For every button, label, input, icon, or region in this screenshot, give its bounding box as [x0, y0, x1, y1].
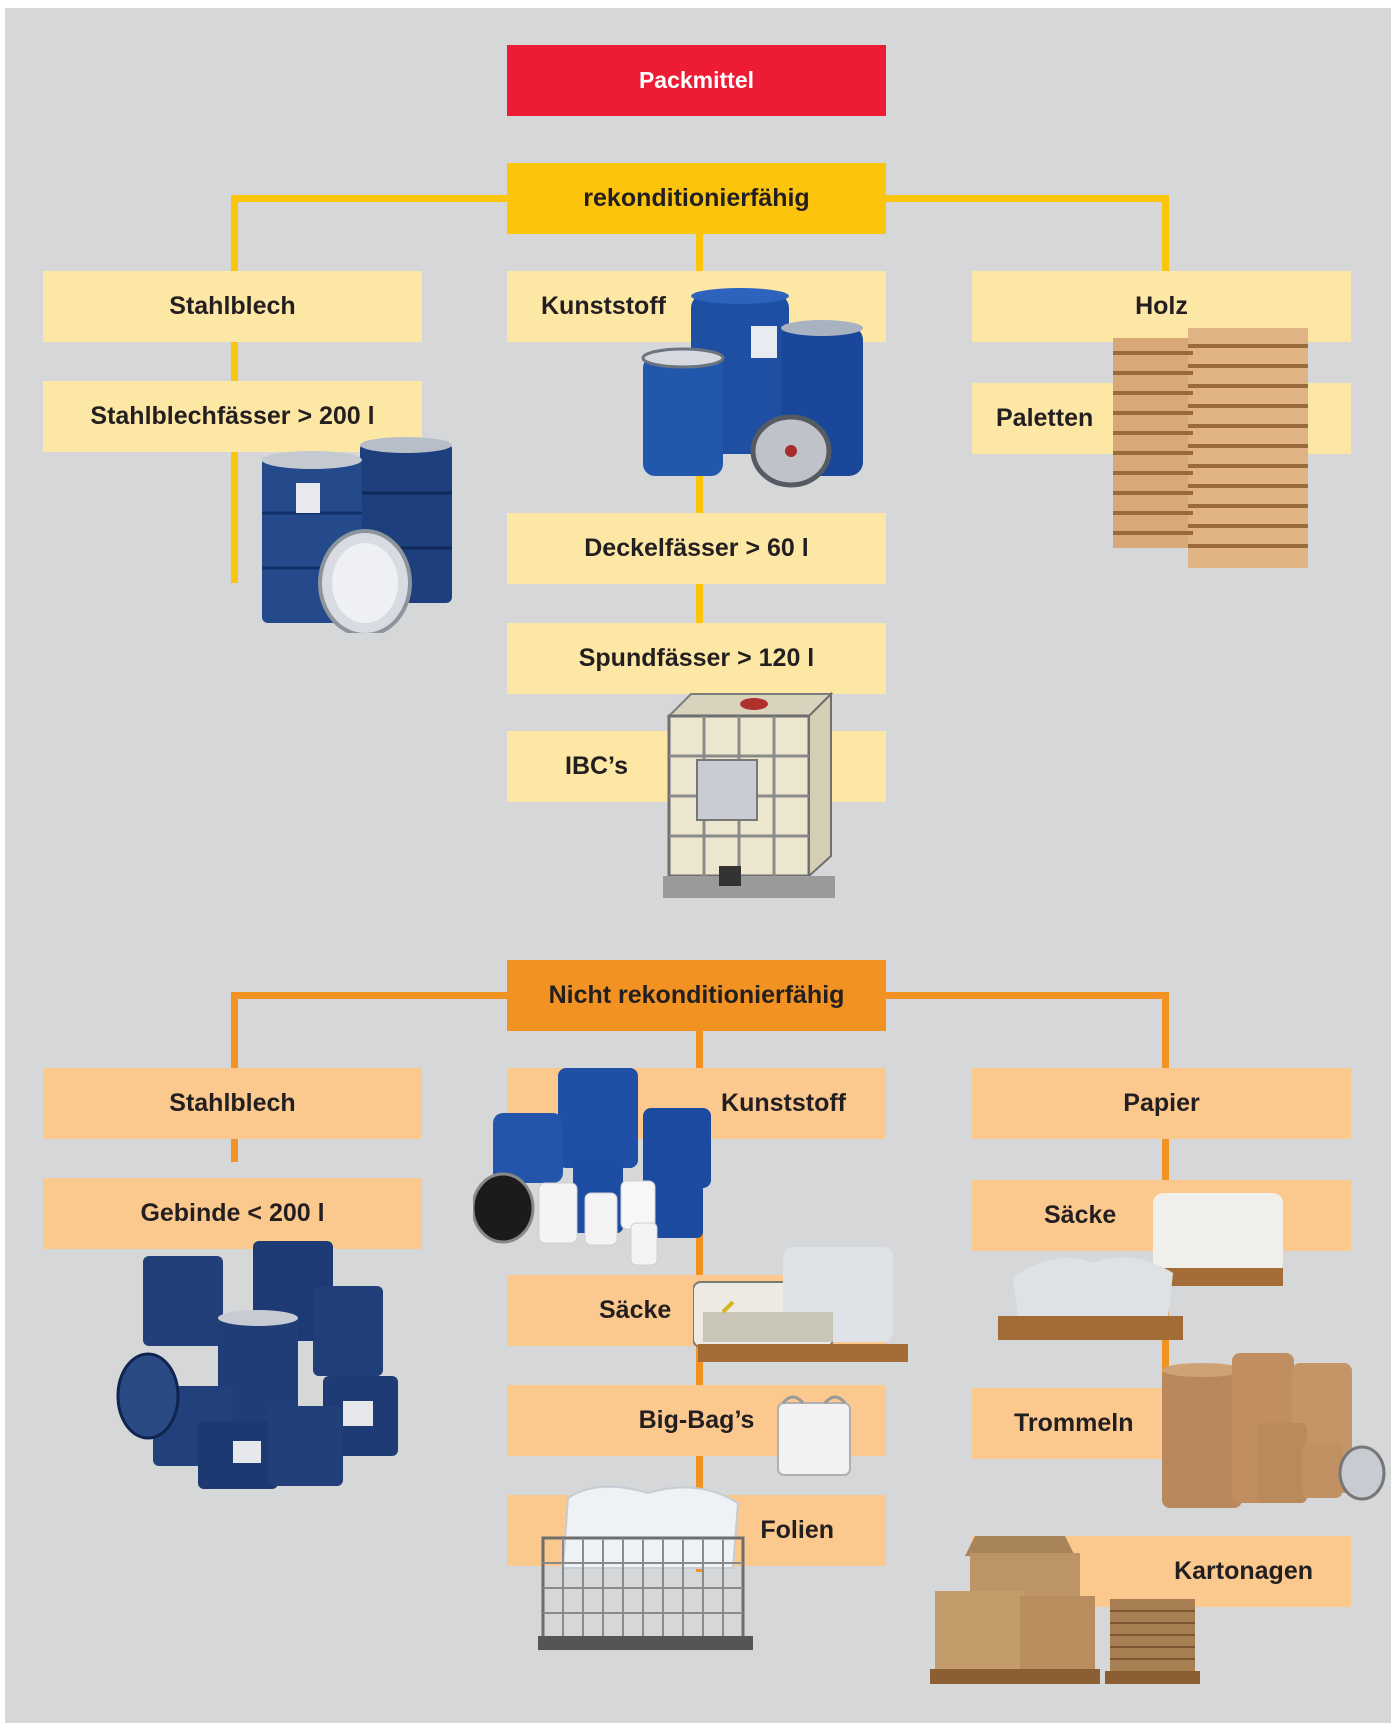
diagram-canvas: Packmittel rekonditionierfähig Stahlblec…: [5, 8, 1391, 1723]
nicht-kunststoff-label: Kunststoff: [721, 1089, 846, 1117]
plastic-sacks-image: [693, 1247, 908, 1362]
rekond-ibc-label: IBC’s: [565, 752, 628, 780]
nicht-stahlblech-node: Stahlblech: [43, 1068, 422, 1139]
foil-cage-image: [538, 1485, 753, 1650]
rekond-stahlblech-node: Stahlblech: [43, 271, 422, 342]
plastic-drums-image: [641, 288, 863, 488]
nicht-gebinde-node: Gebinde < 200 l: [43, 1178, 422, 1249]
steel-pails-image: [116, 1241, 398, 1489]
big-bag-image: [777, 1395, 851, 1476]
fibre-drums-image: [1162, 1353, 1386, 1508]
wood-pallets-image: [1113, 328, 1308, 568]
rekond-category-node: rekonditionierfähig: [507, 163, 886, 234]
rekond-spundfaesser-node: Spundfässer > 120 l: [507, 623, 886, 694]
root-node: Packmittel: [507, 45, 886, 116]
rekond-kunststoff-label: Kunststoff: [541, 292, 666, 320]
rekond-stahlblechfaesser-node: Stahlblechfässer > 200 l: [43, 381, 422, 452]
nicht-kunststoff-saecke-label: Säcke: [599, 1296, 672, 1324]
steel-drums-image: [262, 437, 452, 633]
nicht-papier-saecke-label: Säcke: [1044, 1201, 1117, 1229]
nicht-papier-node: Papier: [972, 1068, 1351, 1139]
nicht-category-node: Nicht rekonditionierfähig: [507, 960, 886, 1031]
plastic-canisters-image: [473, 1068, 711, 1266]
nicht-kartonagen-label: Kartonagen: [1174, 1557, 1313, 1585]
cardboard-boxes-image: [930, 1536, 1200, 1684]
rekond-deckelfaesser-node: Deckelfässer > 60 l: [507, 513, 886, 584]
nicht-folien-label: Folien: [760, 1516, 834, 1544]
nicht-trommeln-label: Trommeln: [1014, 1409, 1134, 1437]
rekond-paletten-label: Paletten: [996, 404, 1094, 432]
connector-line: [696, 195, 703, 785]
ibc-container-image: [663, 691, 835, 898]
paper-sacks-image: [998, 1193, 1283, 1340]
